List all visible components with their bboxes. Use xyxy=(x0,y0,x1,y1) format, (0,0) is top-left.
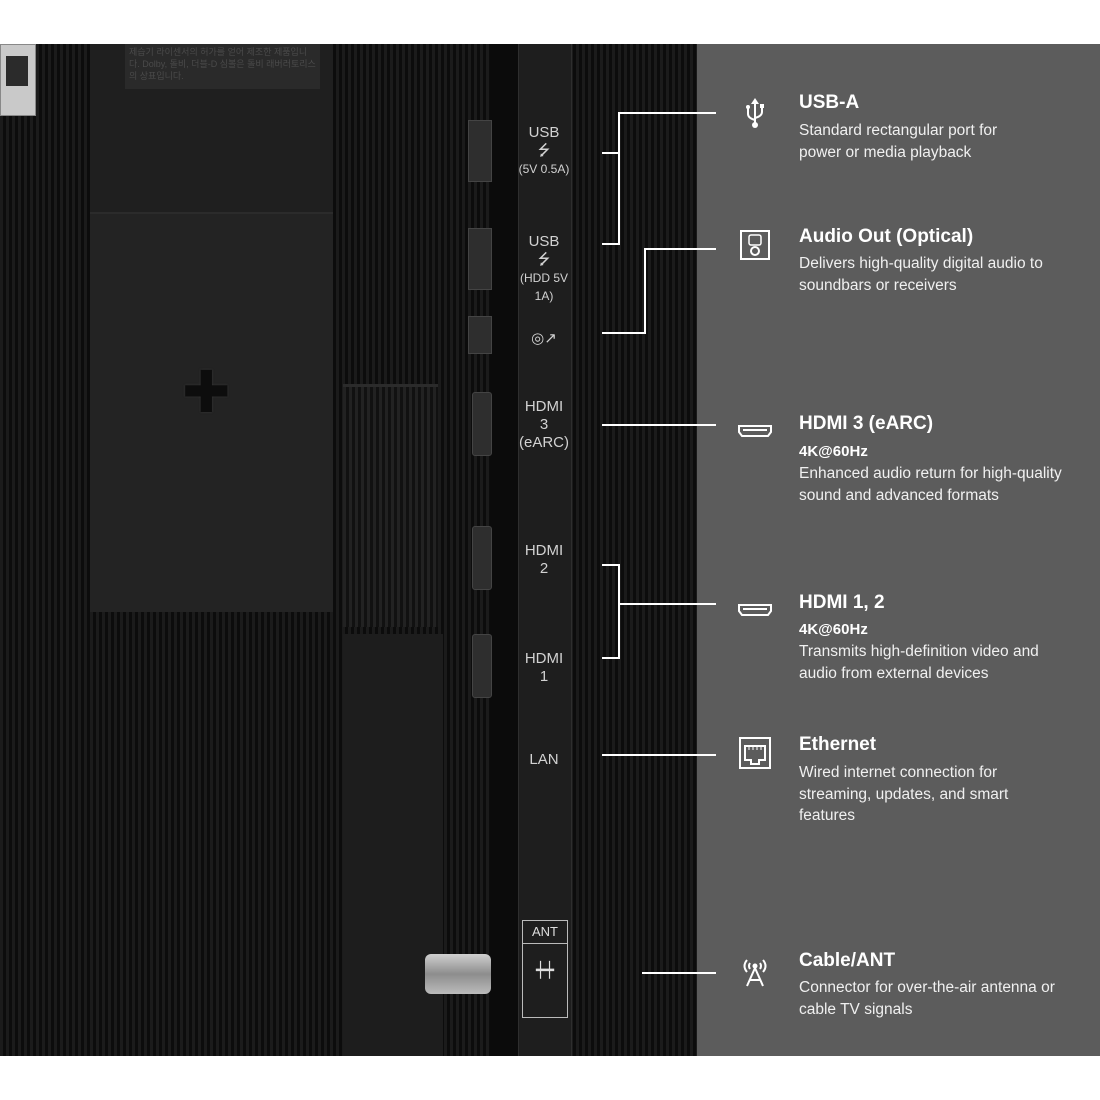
usb-line-1 xyxy=(602,152,620,154)
ribbed-panel xyxy=(343,384,438,627)
rating-sticker: 제습기 라이센서의 허가를 얻어 제조한 제품입니다. Dolby, 돌비, 더… xyxy=(125,44,320,89)
feature-optical-desc: Delivers high-quality digital audio to s… xyxy=(799,255,1043,294)
feature-ant-title: Cable/ANT xyxy=(799,950,896,971)
feature-ant-desc: Connector for over-the-air antenna or ca… xyxy=(799,979,1055,1018)
feature-ethernet-title: Ethernet xyxy=(799,734,877,755)
hdmi3-name: HDMI xyxy=(524,398,564,415)
back-panel-lower xyxy=(90,214,333,612)
hdmi2-name: HDMI xyxy=(524,542,564,559)
hdmi-port-3 xyxy=(472,392,492,456)
hdmi-port-1 xyxy=(472,634,492,698)
port-label-panel xyxy=(518,44,572,1056)
usb1-label: USB ⭍ (5V 0.5A) xyxy=(518,124,570,178)
optical-connector xyxy=(644,248,716,250)
hdmi-icon xyxy=(738,604,772,616)
hdmi3-num: 3 xyxy=(539,416,549,433)
hdmi1-num: 1 xyxy=(539,668,549,685)
optical-symbol-icon: ◎↗ xyxy=(531,330,557,347)
feature-hdmi3-desc: Enhanced audio return for high-quality s… xyxy=(799,465,1062,504)
hdmi1-name: HDMI xyxy=(524,650,564,667)
hdmi3-extra: (eARC) xyxy=(518,434,569,451)
hdmi2-label: HDMI 2 xyxy=(518,542,570,578)
lan-label: LAN xyxy=(529,751,559,768)
mount-cross-mark: ✚ xyxy=(182,360,231,425)
usb-icon xyxy=(746,98,764,128)
usb2-name: USB xyxy=(528,233,560,250)
feature-ethernet-desc: Wired internet connection for streaming,… xyxy=(799,764,1009,824)
info-panel xyxy=(697,44,1100,1056)
hdmi2-line xyxy=(602,564,620,566)
feature-optical-title: Audio Out (Optical) xyxy=(799,226,974,247)
product-image: 제습기 라이센서의 허가를 얻어 제조한 제품입니다. Dolby, 돌비, 더… xyxy=(0,44,1100,1056)
hdmi-icon xyxy=(738,425,772,437)
antenna-icon xyxy=(743,959,767,987)
feature-hdmi12-title: HDMI 1, 2 xyxy=(799,592,885,613)
port-strip xyxy=(490,44,520,1056)
usb-bracket xyxy=(618,112,620,245)
usb-line-2 xyxy=(602,243,620,245)
ant-connector xyxy=(642,972,716,974)
ant-symbol-icon: ┿┿ xyxy=(535,962,555,979)
usb1-spec: (5V 0.5A) xyxy=(518,162,570,176)
hdmi1-line xyxy=(602,657,620,659)
usb1-symbol-icon: ⭍ xyxy=(537,142,551,159)
lan-port xyxy=(0,44,36,116)
feature-hdmi3-title: HDMI 3 (eARC) xyxy=(799,413,934,434)
usb-connector xyxy=(618,112,716,114)
optical-bracket xyxy=(644,248,646,334)
feature-hdmi12-spec: 4K@60Hz xyxy=(799,621,868,638)
feature-usb-desc: Standard rectangular port for power or m… xyxy=(799,122,998,161)
hdmi2-num: 2 xyxy=(539,560,549,577)
ethernet-icon xyxy=(739,737,771,769)
usb-port-2 xyxy=(468,228,492,290)
feature-hdmi12-desc: Transmits high-definition video and audi… xyxy=(799,643,1039,682)
tv-back-photo: 제습기 라이센서의 허가를 얻어 제조한 제품입니다. Dolby, 돌비, 더… xyxy=(0,44,697,1056)
usb2-symbol-icon: ⭍ xyxy=(537,251,551,268)
lan-socket xyxy=(6,56,28,86)
ant-label: ANT xyxy=(523,921,567,944)
feature-hdmi3-spec: 4K@60Hz xyxy=(799,443,868,460)
hdmi12-connector xyxy=(618,603,716,605)
usb2-label: USB ⭍ (HDD 5V 1A) xyxy=(518,233,570,305)
coax-connector xyxy=(425,954,491,994)
usb-port-1 xyxy=(468,120,492,182)
optical-audio-icon xyxy=(740,230,770,260)
hdmi12-bracket xyxy=(618,564,620,659)
optical-port xyxy=(468,316,492,354)
usb1-name: USB xyxy=(528,124,560,141)
usb2-spec: (HDD 5V 1A) xyxy=(519,271,568,303)
optical-line xyxy=(602,332,646,334)
hdmi3-connector xyxy=(602,424,716,426)
lan-connector xyxy=(602,754,716,756)
hdmi-port-2 xyxy=(472,526,492,590)
feature-usb-title: USB-A xyxy=(799,92,860,113)
hdmi1-label: HDMI 1 xyxy=(518,650,570,686)
ant-label-box: ANT ┿┿ xyxy=(522,920,568,1018)
hdmi3-label: HDMI 3 (eARC) xyxy=(518,398,570,452)
